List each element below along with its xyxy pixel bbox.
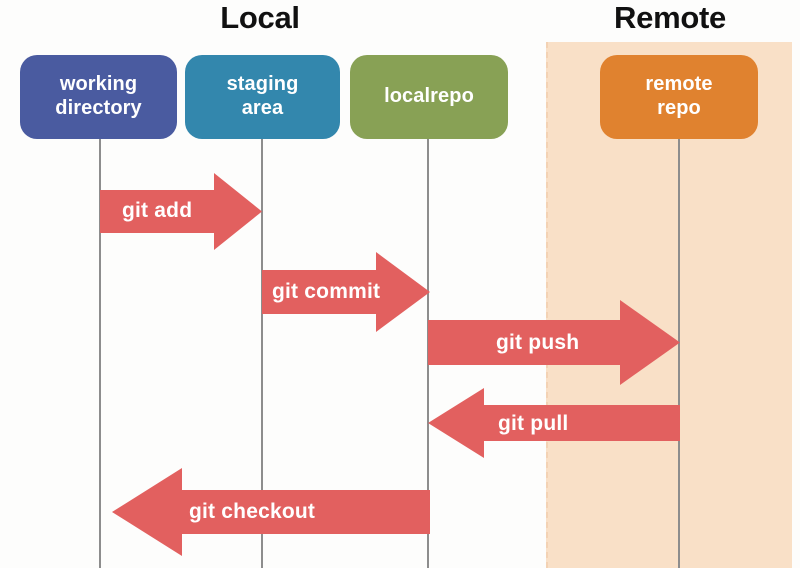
node-label-line2: repo [657,97,701,119]
node-label-line2: directory [55,97,142,119]
node-remote-repo[interactable]: remote repo [600,55,758,139]
lifeline-working-directory [99,138,101,568]
arrow-git-push[interactable]: git push [428,300,680,385]
node-remote-repo-label: remote repo [645,73,712,120]
arrow-git-commit-shape [262,252,430,332]
node-label-line1: staging [226,73,299,96]
section-title-remote: Remote [614,0,726,35]
arrow-git-add[interactable]: git add [100,173,262,250]
node-label-line1: working [59,73,138,96]
arrow-git-add-shape [100,173,262,250]
node-working-directory-label: working directory [55,73,142,120]
node-localrepo-label: localrepo [384,85,474,108]
arrow-git-push-shape [428,300,680,385]
section-title-local: Local [220,0,300,35]
node-staging-area-label: staging area [227,73,299,120]
arrow-git-pull[interactable]: git pull [428,388,680,458]
arrow-git-checkout-shape [112,468,430,556]
lifeline-staging-area [261,138,263,568]
node-label-line1: remote [645,73,713,96]
lifeline-remote-repo [678,138,680,568]
arrow-git-checkout[interactable]: git checkout [112,468,430,556]
node-localrepo[interactable]: localrepo [350,55,508,139]
arrow-git-pull-shape [428,388,680,458]
node-working-directory[interactable]: working directory [20,55,177,139]
node-staging-area[interactable]: staging area [185,55,340,139]
node-label-line2: area [241,97,284,119]
arrow-git-commit[interactable]: git commit [262,252,430,332]
